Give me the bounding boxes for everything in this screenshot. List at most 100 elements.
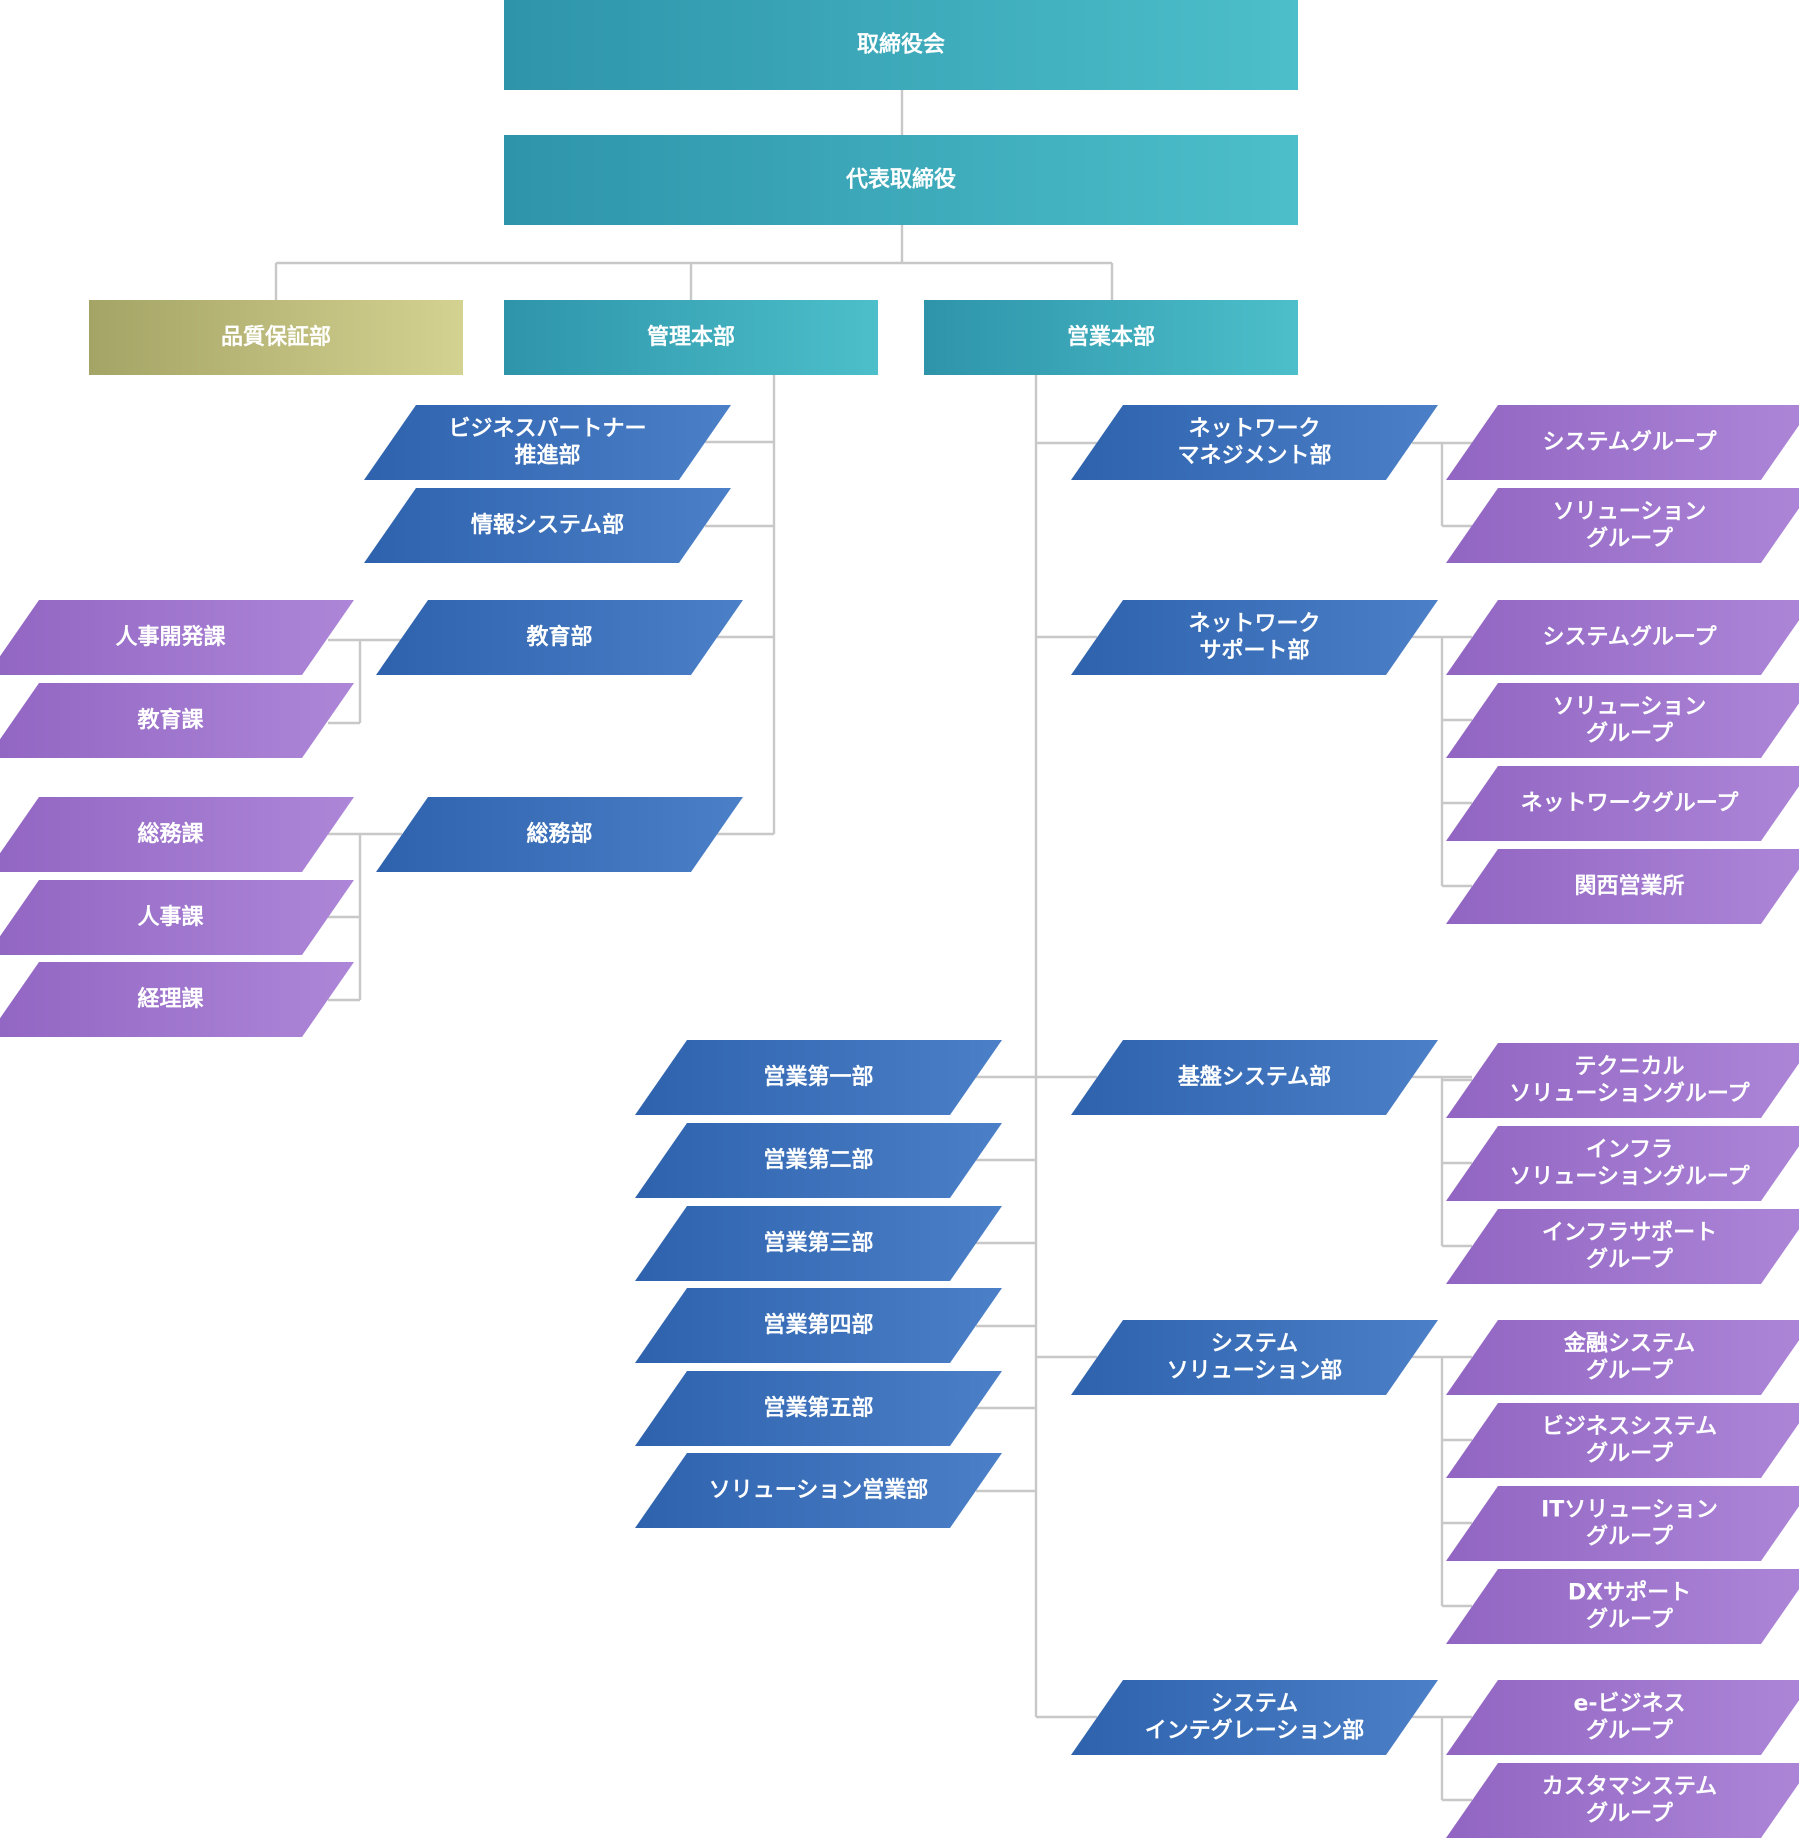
node-nm-sol: ソリューショングループ bbox=[1446, 488, 1799, 563]
node-base: 基盤システム部 bbox=[1071, 1040, 1438, 1115]
node-label: ITソリューション bbox=[1541, 1498, 1718, 1523]
node-label: 情報システム部 bbox=[471, 512, 624, 538]
node-label: 金融システム bbox=[1563, 1331, 1695, 1357]
connector-lines bbox=[274, 90, 1472, 1802]
node-ns-sol: ソリューショングループ bbox=[1446, 683, 1799, 758]
node-shape bbox=[1446, 1209, 1799, 1284]
node-label: ソリューション bbox=[1553, 500, 1707, 525]
node-label: 営業第一部 bbox=[763, 1064, 873, 1090]
node-nm-sys: システムグループ bbox=[1446, 405, 1799, 480]
node-label: ソリューション部 bbox=[1167, 1358, 1343, 1384]
node-label: DXサポート bbox=[1568, 1580, 1691, 1606]
node-label: グループ bbox=[1586, 1524, 1674, 1550]
node-shape bbox=[1446, 1403, 1799, 1478]
node-label: ネットワーク bbox=[1188, 612, 1320, 637]
node-label: 教育部 bbox=[526, 624, 592, 650]
node-shape bbox=[635, 1371, 1002, 1446]
node-label: マネジメント部 bbox=[1177, 443, 1331, 469]
node-hrdev: 人事開発課 bbox=[0, 600, 354, 675]
node-label: カスタマシステム bbox=[1542, 1775, 1717, 1800]
node-shape bbox=[0, 600, 354, 675]
node-shape bbox=[1446, 1320, 1799, 1395]
node-label: ソリューション営業部 bbox=[709, 1477, 929, 1503]
node-shape bbox=[89, 300, 463, 375]
node-shape bbox=[376, 600, 743, 675]
node-shape bbox=[364, 488, 731, 563]
node-ns-kansai: 関西営業所 bbox=[1446, 849, 1799, 924]
node-hrc: 人事課 bbox=[0, 880, 354, 955]
node-label: 総務部 bbox=[526, 821, 592, 847]
node-shape bbox=[1071, 600, 1438, 675]
node-label: ビジネスシステム bbox=[1542, 1415, 1717, 1440]
node-label: テクニカル bbox=[1574, 1055, 1684, 1080]
node-label: システム bbox=[1211, 1332, 1298, 1357]
node-label: 推進部 bbox=[514, 443, 580, 469]
node-ga: 総務部 bbox=[376, 797, 743, 872]
node-label: 営業第二部 bbox=[763, 1147, 873, 1173]
node-label: インテグレーション部 bbox=[1145, 1718, 1365, 1744]
node-shape bbox=[635, 1206, 1002, 1281]
node-gac: 総務課 bbox=[0, 797, 354, 872]
node-label: 経理課 bbox=[137, 986, 204, 1012]
node-shape bbox=[1446, 488, 1799, 563]
node-shape bbox=[504, 135, 1298, 225]
node-label: 基盤システム部 bbox=[1178, 1064, 1331, 1090]
node-edu: 教育部 bbox=[376, 600, 743, 675]
node-label: 代表取締役 bbox=[845, 167, 956, 193]
node-label: 人事課 bbox=[137, 904, 204, 930]
node-label: 営業第三部 bbox=[763, 1230, 873, 1256]
node-s3: 営業第三部 bbox=[635, 1206, 1002, 1281]
node-label: ビジネスパートナー bbox=[448, 417, 646, 442]
node-label: システムグループ bbox=[1542, 624, 1717, 650]
node-label: ソリューショングループ bbox=[1509, 1164, 1750, 1190]
node-label: 品質保証部 bbox=[221, 324, 331, 350]
node-shape bbox=[635, 1453, 1002, 1528]
node-label: 営業第五部 bbox=[763, 1395, 873, 1421]
node-label: 営業第四部 bbox=[763, 1312, 873, 1338]
node-qa: 品質保証部 bbox=[89, 300, 463, 375]
node-shape bbox=[376, 797, 743, 872]
node-shape bbox=[0, 683, 354, 758]
node-label: グループ bbox=[1586, 1441, 1674, 1467]
node-ceo: 代表取締役 bbox=[504, 135, 1298, 225]
node-label: ネットワークグループ bbox=[1521, 790, 1740, 816]
node-label: 関西営業所 bbox=[1574, 873, 1684, 899]
node-shape bbox=[1446, 766, 1799, 841]
node-shape bbox=[1071, 1320, 1438, 1395]
node-label: ネットワーク bbox=[1188, 417, 1320, 442]
node-shape bbox=[1446, 1680, 1799, 1755]
node-label: ソリューション bbox=[1553, 695, 1707, 720]
node-shape bbox=[635, 1040, 1002, 1115]
node-ns-sys: システムグループ bbox=[1446, 600, 1799, 675]
node-label: 教育課 bbox=[137, 707, 204, 733]
node-infosys: 情報システム部 bbox=[364, 488, 731, 563]
node-shape bbox=[0, 962, 354, 1037]
node-label: グループ bbox=[1586, 1358, 1674, 1384]
node-shape bbox=[1446, 1126, 1799, 1201]
node-label: 営業本部 bbox=[1067, 324, 1155, 350]
node-label: ソリューショングループ bbox=[1509, 1081, 1750, 1107]
node-shape bbox=[0, 797, 354, 872]
node-label: サポート部 bbox=[1199, 638, 1309, 664]
node-s2: 営業第二部 bbox=[635, 1123, 1002, 1198]
node-label: e-ビジネス bbox=[1573, 1692, 1685, 1717]
node-s1: 営業第一部 bbox=[635, 1040, 1002, 1115]
node-shape bbox=[1446, 600, 1799, 675]
node-label: システム bbox=[1211, 1692, 1298, 1717]
node-shape bbox=[1446, 405, 1799, 480]
node-shape bbox=[1071, 1040, 1438, 1115]
node-ns-net: ネットワークグループ bbox=[1446, 766, 1799, 841]
node-educ: 教育課 bbox=[0, 683, 354, 758]
